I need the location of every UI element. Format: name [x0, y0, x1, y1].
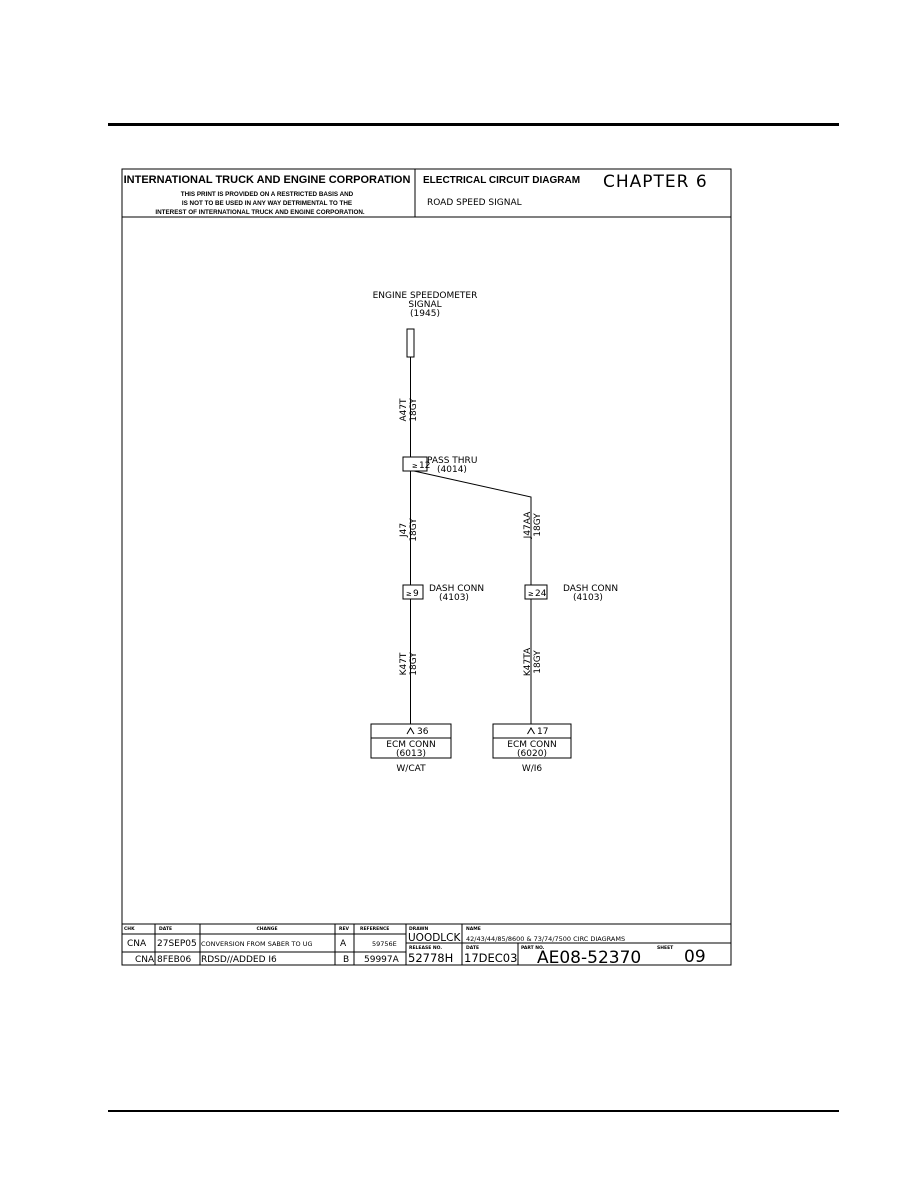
- bottom-rule: [108, 1110, 839, 1112]
- top-rule: [108, 123, 839, 126]
- tb-row1-date: 27SEP05: [157, 939, 197, 949]
- diagram-type: ELECTRICAL CIRCUIT DIAGRAM: [423, 175, 580, 186]
- tb-row1-reference: 59756E: [372, 940, 397, 948]
- tb-header-change: CHANGE: [256, 926, 277, 932]
- pass-thru-id: (4014): [437, 465, 467, 475]
- source-terminal: [406, 328, 415, 358]
- ecm-left-note: W/CAT: [396, 764, 426, 774]
- tb-row1-chk: CNA: [127, 939, 147, 949]
- sheet-border: [121, 168, 732, 966]
- ecm-right-pin: 17: [537, 727, 548, 737]
- tb-header-rev: REV: [339, 926, 350, 932]
- dash-left-id: (4103): [439, 593, 469, 603]
- tb-header-drawn: DRAWN: [409, 926, 428, 932]
- wire-a47t-gauge: 18GY: [409, 398, 419, 422]
- tb-row2-rev: B: [343, 955, 349, 965]
- wire-k47ta-circuit: K47TA: [523, 647, 533, 676]
- dash-right-symbol: ≥: [528, 590, 534, 598]
- pass-thru-name: PASS THRU: [427, 456, 477, 466]
- notice-line-3: INTEREST OF INTERNATIONAL TRUCK AND ENGI…: [155, 209, 365, 216]
- wire-k47t-circuit: K47T: [399, 652, 409, 675]
- dash-conn-left: [402, 584, 424, 600]
- dash-right-pin: 24: [535, 589, 547, 599]
- wire-k47t-gauge: 18GY: [409, 652, 419, 676]
- ecm-conn-left: [370, 723, 452, 759]
- wire-k47ta-gauge: 18GY: [533, 650, 543, 674]
- title-block: [122, 923, 731, 965]
- source-name: ENGINE SPEEDOMETER: [373, 291, 478, 301]
- tb-header-release: RELEASE NO.: [409, 945, 442, 951]
- dash-conn-right: [524, 584, 548, 600]
- tb-header-reference: REFERENCE: [360, 926, 389, 932]
- tb-header-chk: CHK: [124, 926, 135, 932]
- wire-j47aa-circuit: J47AA: [523, 511, 533, 540]
- ecm-left-id: (6013): [396, 749, 426, 759]
- ecm-right-pin-symbol: [527, 727, 535, 735]
- wire-j47-circuit: J47: [399, 523, 409, 538]
- tb-sheet: 09: [684, 947, 706, 967]
- dash-right-name: DASH CONN: [563, 584, 618, 594]
- dash-left-pin: 9: [413, 589, 419, 599]
- dash-left-name: DASH CONN: [429, 584, 484, 594]
- tb-header-sheet: SHEET: [657, 945, 674, 951]
- tb-part-no: AE08-52370: [537, 948, 641, 968]
- chapter-label: CHAPTER 6: [603, 172, 708, 192]
- ecm-left-name: ECM CONN: [386, 740, 435, 750]
- notice-line-2: IS NOT TO BE USED IN ANY WAY DETRIMENTAL…: [182, 200, 352, 207]
- tb-row1-change: CONVERSION FROM SABER TO UG: [201, 940, 313, 948]
- ecm-right-note: W/I6: [522, 764, 543, 774]
- dash-left-symbol: ≥: [406, 590, 412, 598]
- notice-line-1: THIS PRINT IS PROVIDED ON A RESTRICTED B…: [181, 191, 354, 198]
- diagram-subject: ROAD SPEED SIGNAL: [427, 198, 522, 208]
- ecm-conn-right: [492, 723, 572, 759]
- tb-name: 42/43/44/85/8600 & 73/74/7500 CIRC DIAGR…: [466, 935, 625, 943]
- tb-release: 52778H: [408, 951, 453, 965]
- tb-drawn: UOODLCK: [408, 932, 461, 944]
- tb-header-name: NAME: [466, 926, 481, 932]
- source-id: (1945): [410, 309, 440, 319]
- dash-right-id: (4103): [573, 593, 603, 603]
- tb-date: 17DEC03: [464, 951, 517, 965]
- tb-row2-date: 8FEB06: [157, 955, 191, 965]
- ecm-left-pin-symbol: [406, 727, 415, 735]
- wire-j47-gauge: 18GY: [409, 518, 419, 542]
- tb-row2-reference: 59997A: [364, 955, 400, 965]
- tb-header-date: DATE: [159, 926, 172, 932]
- wire-a47t-circuit: A47T: [399, 398, 409, 422]
- wire-j47aa-gauge: 18GY: [533, 513, 543, 537]
- tb-header-date2: DATE: [466, 945, 479, 951]
- tb-row2-chk: CNA: [135, 955, 155, 965]
- pass-thru-symbol: ≥: [412, 462, 418, 470]
- ecm-right-name: ECM CONN: [507, 740, 556, 750]
- wire-j47aa: [413, 470, 532, 585]
- pass-thru-pin: 12: [419, 461, 430, 471]
- tb-header-part: PART NO.: [521, 945, 545, 951]
- source-name-2: SIGNAL: [408, 300, 441, 310]
- tb-row2-change: RDSD//ADDED I6: [201, 955, 277, 965]
- ecm-left-pin: 36: [417, 727, 429, 737]
- company-name: INTERNATIONAL TRUCK AND ENGINE CORPORATI…: [124, 174, 411, 186]
- ecm-right-id: (6020): [517, 749, 547, 759]
- tb-row1-rev: A: [340, 939, 347, 949]
